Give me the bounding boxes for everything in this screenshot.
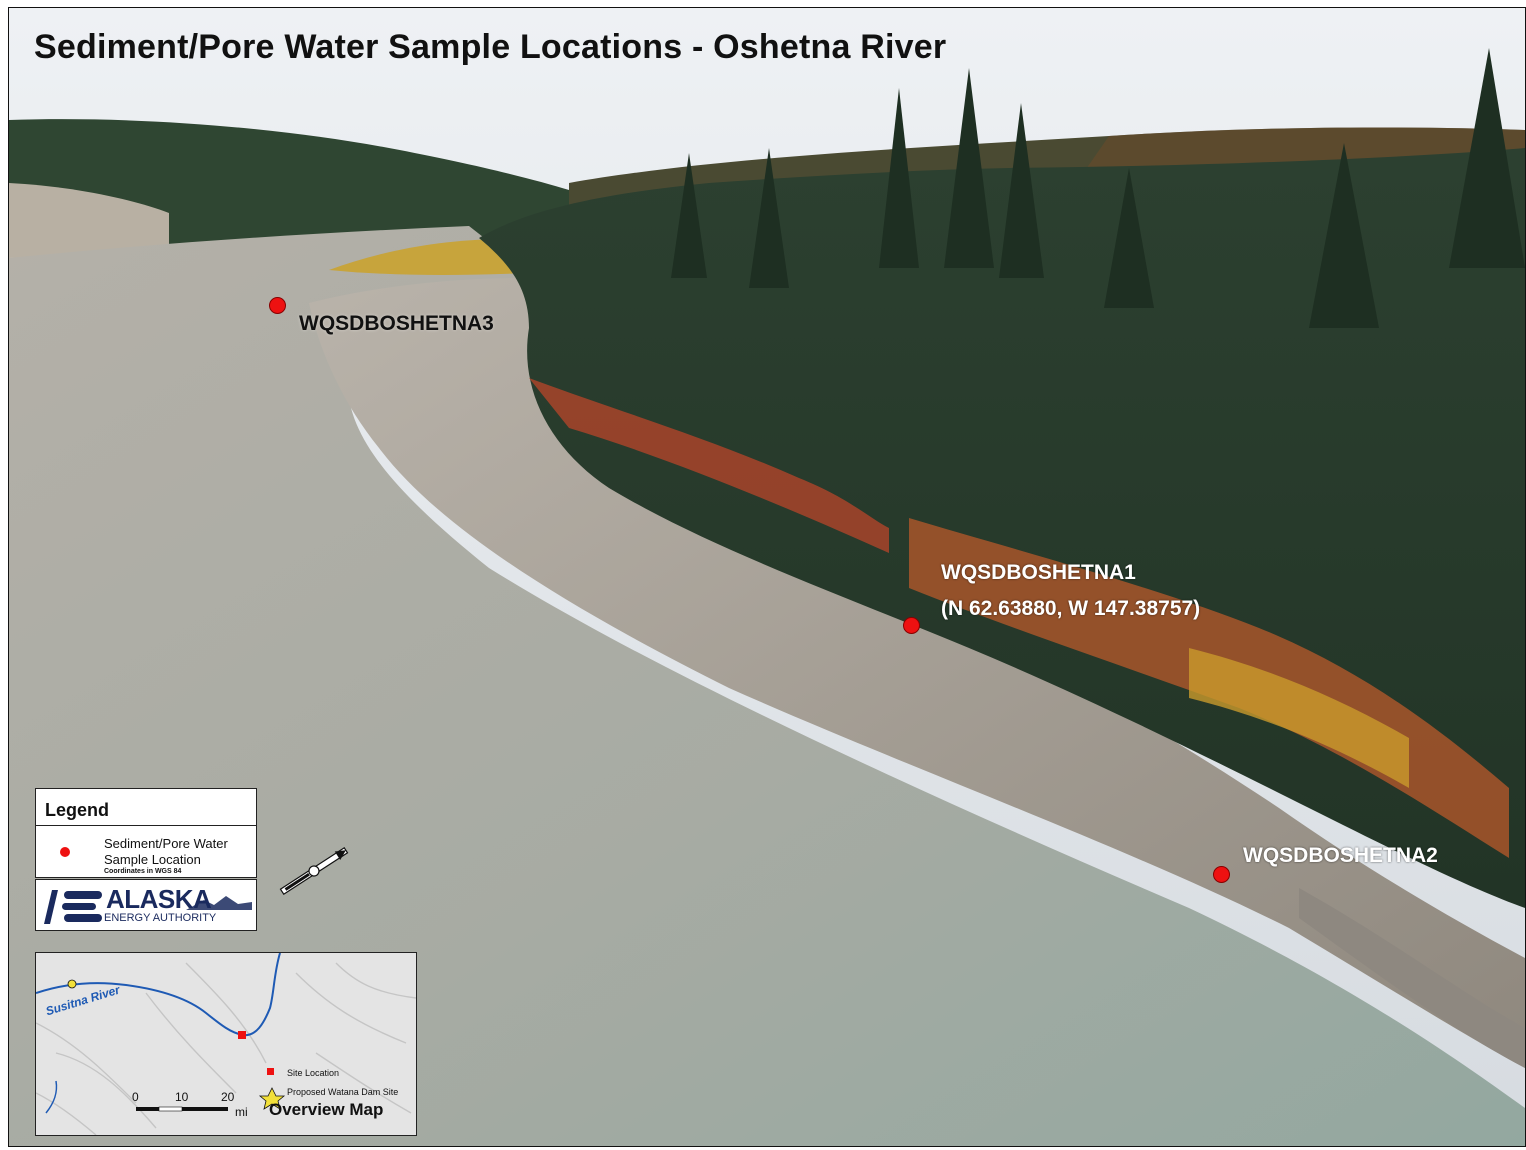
aerial-photo [9,8,1525,1146]
legend-divider [36,825,256,826]
scale-tick-0: 0 [132,1090,139,1104]
site-label-na3: WQSDBOSHETNA3 [299,312,494,335]
logo-mark-icon [44,890,102,924]
overview-map-title: Overview Map [269,1100,384,1119]
overview-legend-site: Site Location [287,1068,340,1078]
legend-panel: Legend Sediment/Pore Water Sample Locati… [35,788,257,878]
north-arrow-icon [279,846,349,896]
legend-item-label: Sediment/Pore Water Sample Location [104,836,228,867]
overview-map: Susitna River Site Location Proposed Wat… [35,952,417,1136]
site-label-na1: WQSDBOSHETNA1 [941,561,1136,584]
legend-coordinate-note: Coordinates in WGS 84 [104,868,182,875]
site-label-na2: WQSDBOSHETNA2 [1243,844,1438,867]
scale-tick-10: 10 [175,1090,189,1104]
overview-terrain [36,953,416,1135]
logo-mountain-icon [186,896,252,910]
site-marker-na3[interactable] [269,297,286,314]
legend-title: Legend [45,800,110,820]
scale-tick-20: 20 [221,1090,235,1104]
map-title: Sediment/Pore Water Sample Locations - O… [34,28,947,66]
scale-unit: mi [235,1105,248,1119]
alaska-energy-authority-logo: ALASKA ENERGY AUTHORITY [35,879,257,931]
site-coords-na1: (N 62.63880, W 147.38757) [941,597,1201,620]
overview-legend-dam: Proposed Watana Dam Site [287,1087,399,1097]
site-marker-na1[interactable] [903,617,920,634]
legend-marker-icon [60,847,70,857]
logo-subtitle: ENERGY AUTHORITY [104,912,217,924]
map-frame: Sediment/Pore Water Sample Locations - O… [8,7,1526,1147]
site-marker-na2[interactable] [1213,866,1230,883]
